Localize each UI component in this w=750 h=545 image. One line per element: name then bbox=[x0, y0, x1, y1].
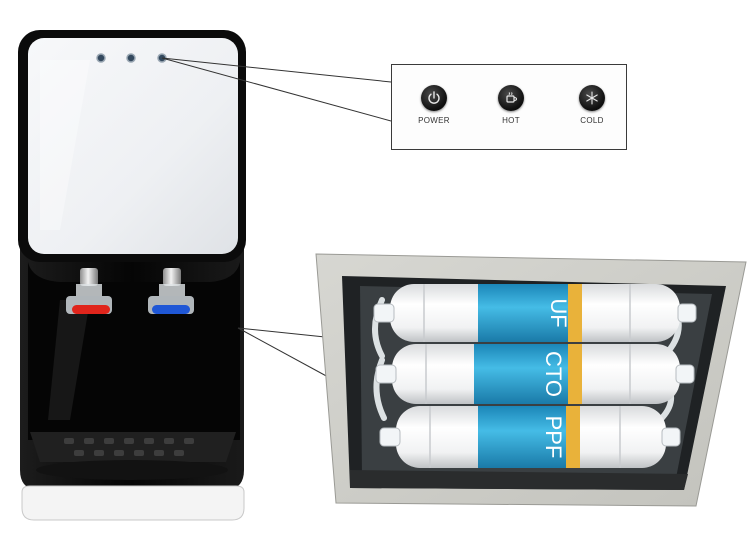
front-panel bbox=[28, 38, 238, 254]
cold-tap[interactable] bbox=[148, 268, 194, 314]
snowflake-icon bbox=[586, 91, 598, 105]
filter-label-ppf: PPF bbox=[541, 416, 566, 459]
drip-tray bbox=[30, 432, 236, 480]
control-callout-leaders bbox=[161, 57, 392, 122]
panel-buttons bbox=[96, 53, 167, 63]
filter-label-uf: UF bbox=[546, 298, 571, 327]
filter-cartridge-ppf: PPF bbox=[379, 406, 681, 468]
hot-control[interactable]: HOT bbox=[481, 85, 541, 125]
filter-cartridge-uf: UF bbox=[373, 284, 697, 342]
power-label: POWER bbox=[418, 116, 450, 125]
filter-cartridge-cto: CTO bbox=[375, 344, 695, 404]
hot-label: HOT bbox=[502, 116, 520, 125]
filter-callout-leader-bottom bbox=[237, 327, 331, 379]
power-control[interactable]: POWER bbox=[404, 85, 464, 125]
filter-label-cto: CTO bbox=[541, 351, 566, 397]
hot-tap[interactable] bbox=[66, 268, 112, 314]
power-button[interactable] bbox=[421, 85, 447, 111]
base bbox=[21, 485, 245, 521]
filter-callout-leader-top bbox=[237, 327, 326, 338]
filter-cabinet: UF CTO PPF bbox=[237, 253, 747, 507]
cold-label: COLD bbox=[580, 116, 604, 125]
water-dispenser bbox=[18, 30, 246, 521]
hot-button[interactable] bbox=[498, 85, 524, 111]
cup-icon bbox=[506, 92, 518, 103]
cold-control[interactable]: COLD bbox=[562, 85, 622, 125]
cold-button[interactable] bbox=[579, 85, 605, 111]
control-panel-callout: POWER HOT COLD bbox=[391, 64, 627, 150]
power-icon bbox=[428, 91, 440, 104]
